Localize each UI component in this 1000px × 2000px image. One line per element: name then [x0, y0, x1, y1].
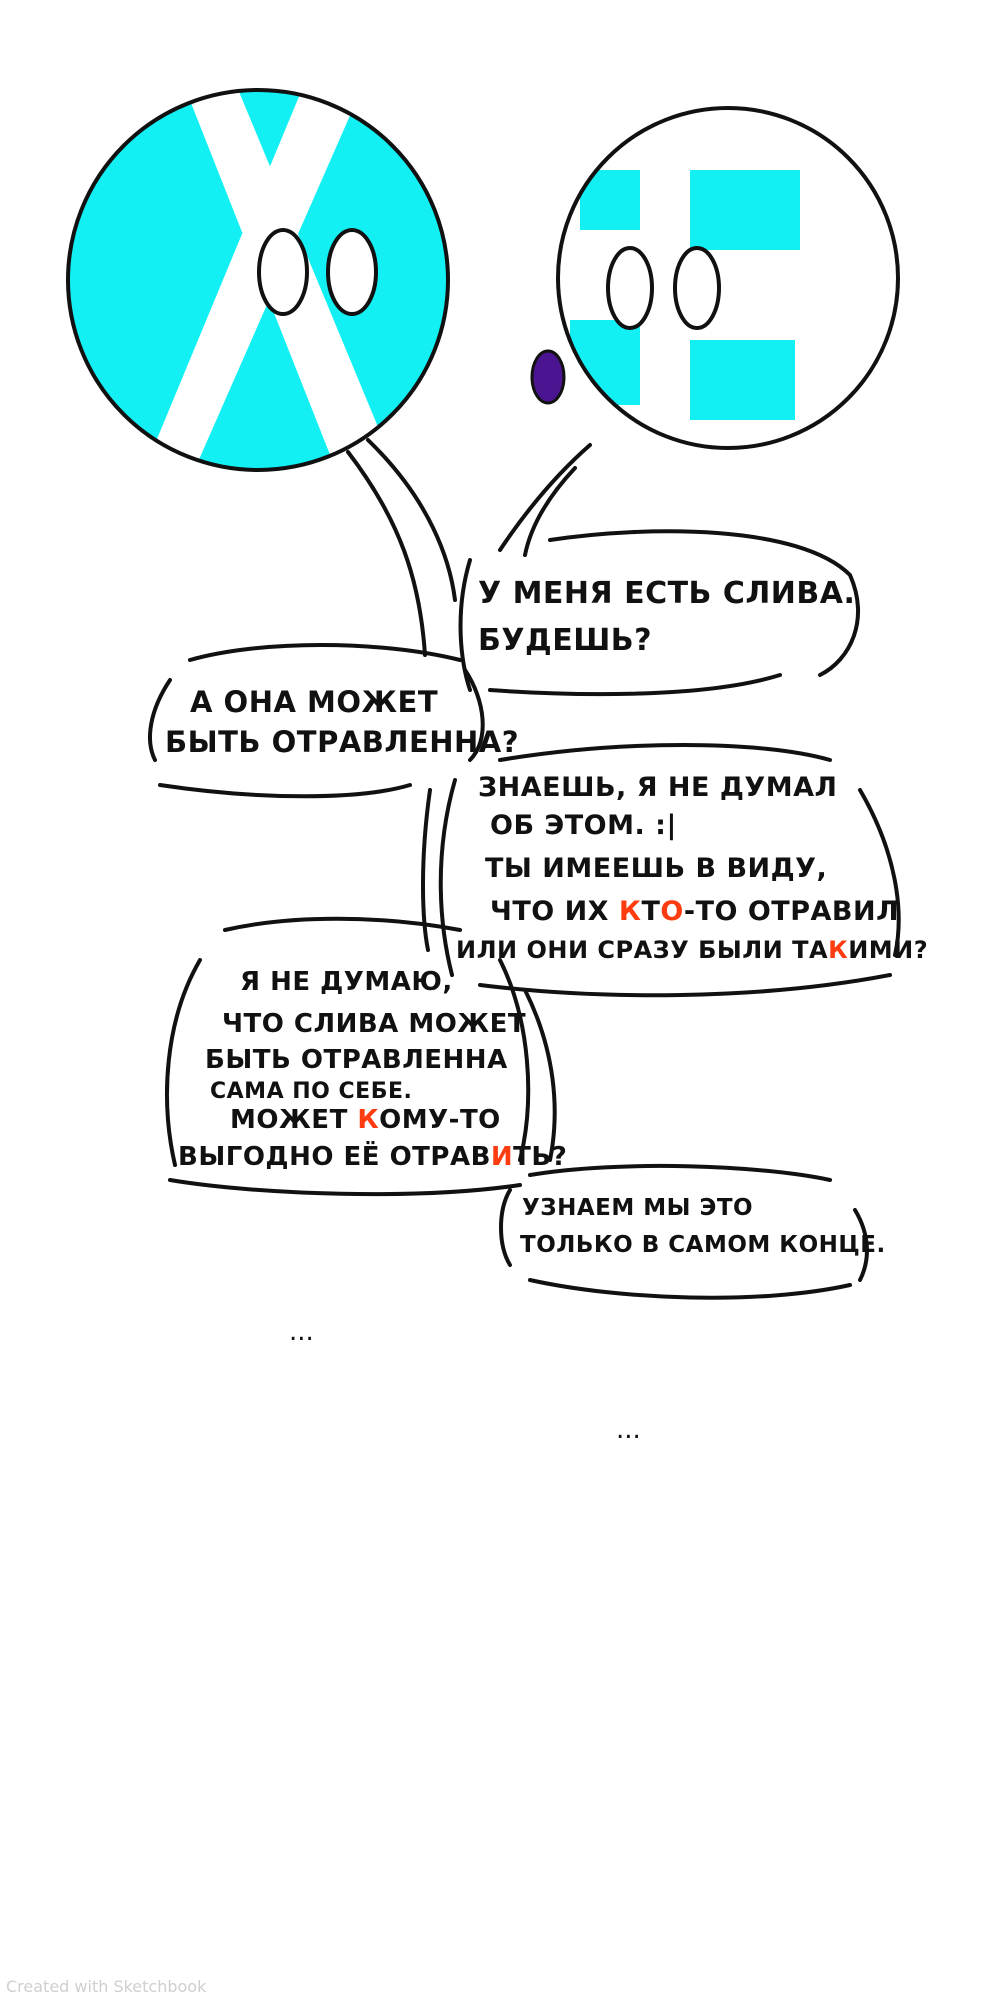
- text-segment: БУДЕШЬ?: [478, 623, 652, 658]
- speech-tails: [346, 438, 592, 657]
- bubble-2-text: А ОНА МОЖЕТ БЫТЬ ОТРАВЛЕННА?: [165, 685, 519, 759]
- bubble-5-line: УЗНАЕМ МЫ ЭТО: [522, 1195, 753, 1221]
- bubble-4-line: МОЖЕТ КОМУ-ТО: [230, 1105, 501, 1135]
- watermark: Created with Sketchbook: [6, 1977, 207, 1996]
- text-segment: УЗНАЕМ МЫ ЭТО: [522, 1195, 753, 1221]
- bubble-1-line: БУДЕШЬ?: [478, 623, 652, 658]
- bubble-4-line: ВЫГОДНО ЕЁ ОТРАВИТЬ?: [178, 1140, 567, 1172]
- ellipsis-1: ...: [289, 1317, 314, 1347]
- bubble-2-line: А ОНА МОЖЕТ: [190, 685, 438, 719]
- highlighted-letter: О: [660, 896, 683, 927]
- text-segment: ИМИ?: [848, 936, 928, 964]
- text-segment: ЧТО СЛИВА МОЖЕТ: [222, 1009, 526, 1039]
- left-countryball: [66, 88, 450, 472]
- ellipsis-2: ...: [616, 1415, 641, 1445]
- bubble-3-line: ЧТО ИХ КТО-ТО ОТРАВИЛ: [490, 896, 899, 927]
- bubble-outlines: [148, 529, 901, 1300]
- text-segment: ВЫГОДНО ЕЁ ОТРАВ: [178, 1140, 491, 1172]
- bubble-1-line: У МЕНЯ ЕСТЬ СЛИВА.: [478, 576, 855, 611]
- text-segment: БЫТЬ ОТРАВЛЕННА?: [165, 725, 519, 759]
- text-segment: БЫТЬ ОТРАВЛЕННА: [205, 1045, 508, 1075]
- bubble-4-text: Я НЕ ДУМАЮ, ЧТО СЛИВА МОЖЕТ БЫТЬ ОТРАВЛЕ…: [178, 967, 567, 1172]
- text-segment: ТЬ?: [513, 1142, 567, 1172]
- text-segment: САМА ПО СЕБЕ.: [210, 1079, 412, 1104]
- highlighted-letter: И: [491, 1142, 513, 1172]
- purple-drop: [530, 349, 566, 405]
- text-segment: Я НЕ ДУМАЮ,: [240, 967, 453, 997]
- text-segment: ИЛИ ОНИ СРАЗУ БЫЛИ ТА: [456, 936, 828, 964]
- text-segment: ЗНАЕШЬ, Я НЕ ДУМАЛ: [478, 772, 837, 803]
- highlighted-letter: К: [828, 936, 848, 964]
- text-segment: ТЫ ИМЕЕШЬ В ВИДУ,: [485, 853, 827, 884]
- text-segment: МОЖЕТ: [230, 1105, 357, 1135]
- bubble-3-text: ЗНАЕШЬ, Я НЕ ДУМАЛ ОБ ЭТОМ. :| ТЫ ИМЕЕШЬ…: [456, 772, 928, 964]
- bubble-4-line: ЧТО СЛИВА МОЖЕТ: [222, 1009, 526, 1039]
- left-ball-eye-left: [257, 228, 309, 316]
- highlighted-letter: К: [357, 1105, 379, 1135]
- bubble-2-line: БЫТЬ ОТРАВЛЕННА?: [165, 725, 519, 759]
- text-segment: У МЕНЯ ЕСТЬ СЛИВА.: [478, 576, 855, 611]
- bubble-3-line: ТЫ ИМЕЕШЬ В ВИДУ,: [485, 853, 827, 884]
- bubble-4-line: САМА ПО СЕБЕ.: [210, 1079, 412, 1104]
- right-ball-eye-right: [673, 246, 721, 330]
- text-segment: ТОЛЬКО В САМОМ КОНЦЕ.: [520, 1232, 886, 1258]
- text-segment: -ТО ОТРАВИЛ: [684, 896, 899, 927]
- text-segment: ОМУ-ТО: [379, 1105, 501, 1135]
- right-countryball: [556, 106, 900, 450]
- text-segment: ОБ ЭТОМ. :|: [490, 810, 677, 841]
- bubble-4-line: Я НЕ ДУМАЮ,: [240, 967, 453, 997]
- bubble-5-text: УЗНАЕМ МЫ ЭТО ТОЛЬКО В САМОМ КОНЦЕ.: [520, 1195, 886, 1258]
- bubble-3-line: ИЛИ ОНИ СРАЗУ БЫЛИ ТАКИМИ?: [456, 936, 928, 964]
- text-segment: ЧТО ИХ: [490, 896, 619, 927]
- highlighted-letter: К: [619, 896, 642, 927]
- text-segment: Т: [641, 896, 660, 927]
- bubble-3-line: ЗНАЕШЬ, Я НЕ ДУМАЛ: [478, 772, 837, 803]
- text-segment: А ОНА МОЖЕТ: [190, 685, 438, 719]
- bubble-3-line: ОБ ЭТОМ. :|: [490, 810, 677, 841]
- bubble-5-line: ТОЛЬКО В САМОМ КОНЦЕ.: [520, 1232, 886, 1258]
- bubble-1-text: У МЕНЯ ЕСТЬ СЛИВА. БУДЕШЬ?: [478, 576, 866, 658]
- left-ball-eye-right: [326, 228, 378, 316]
- bubble-4-line: БЫТЬ ОТРАВЛЕННА: [205, 1045, 508, 1075]
- right-ball-eye-left: [606, 246, 654, 330]
